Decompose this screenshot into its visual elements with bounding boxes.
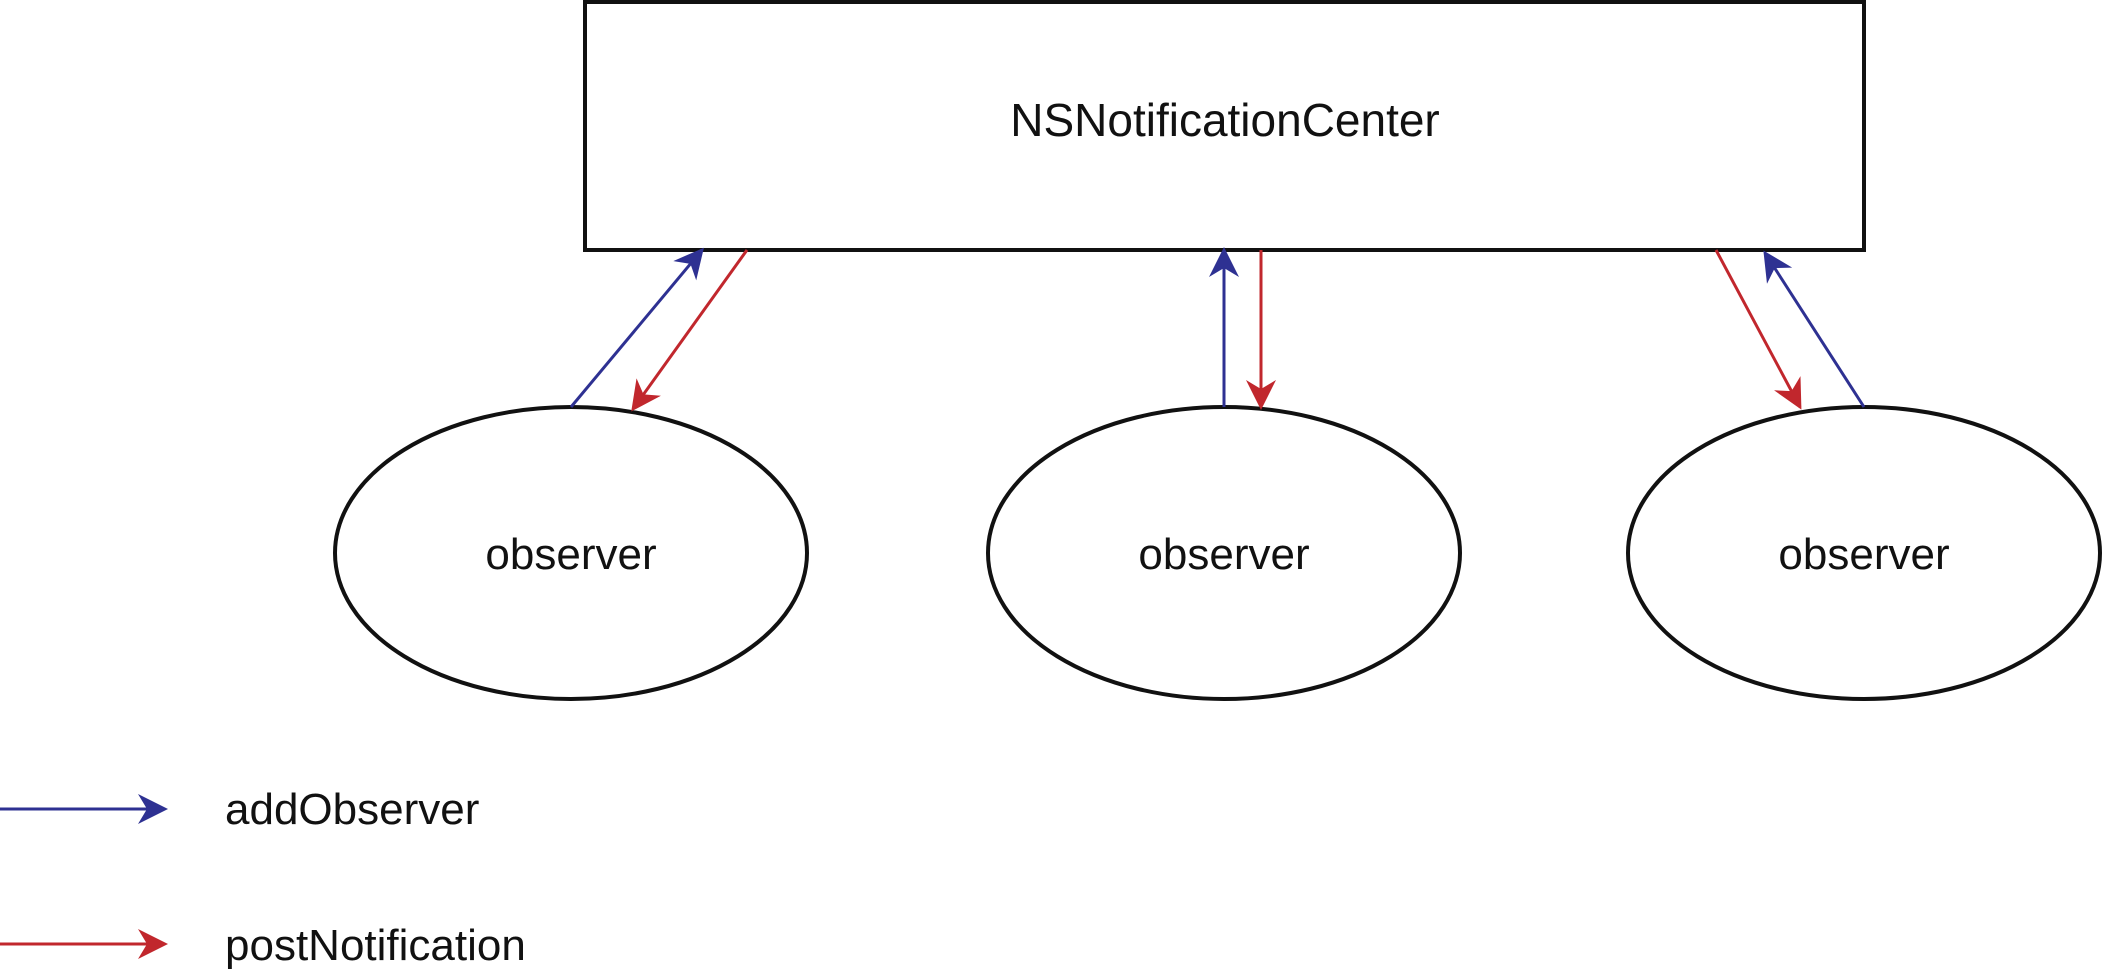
post-notification-arrow-1 bbox=[631, 249, 749, 412]
observer-label-3: observer bbox=[1778, 530, 1949, 579]
notification-center-label: NSNotificationCenter bbox=[1010, 94, 1440, 146]
post-notification-arrow-3 bbox=[1714, 249, 1802, 410]
observer-label-1: observer bbox=[485, 530, 656, 579]
legend-item-add-observer: addObserver bbox=[0, 785, 479, 834]
add-observer-arrow-1 bbox=[569, 247, 704, 408]
legend-post-notification-label: postNotification bbox=[225, 921, 526, 970]
legend-add-observer-label: addObserver bbox=[225, 785, 479, 834]
observer-label-2: observer bbox=[1138, 530, 1309, 579]
legend-item-post-notification: postNotification bbox=[0, 921, 526, 970]
add-observer-arrow-3 bbox=[1763, 250, 1866, 408]
notification-center-node: NSNotificationCenter bbox=[583, 0, 1866, 252]
observer-node-1: observer bbox=[333, 405, 809, 701]
observer-node-2: observer bbox=[986, 405, 1462, 701]
legend: addObserver postNotification bbox=[0, 785, 526, 970]
observer-node-3: observer bbox=[1626, 405, 2102, 701]
notification-center-box bbox=[583, 0, 1866, 252]
